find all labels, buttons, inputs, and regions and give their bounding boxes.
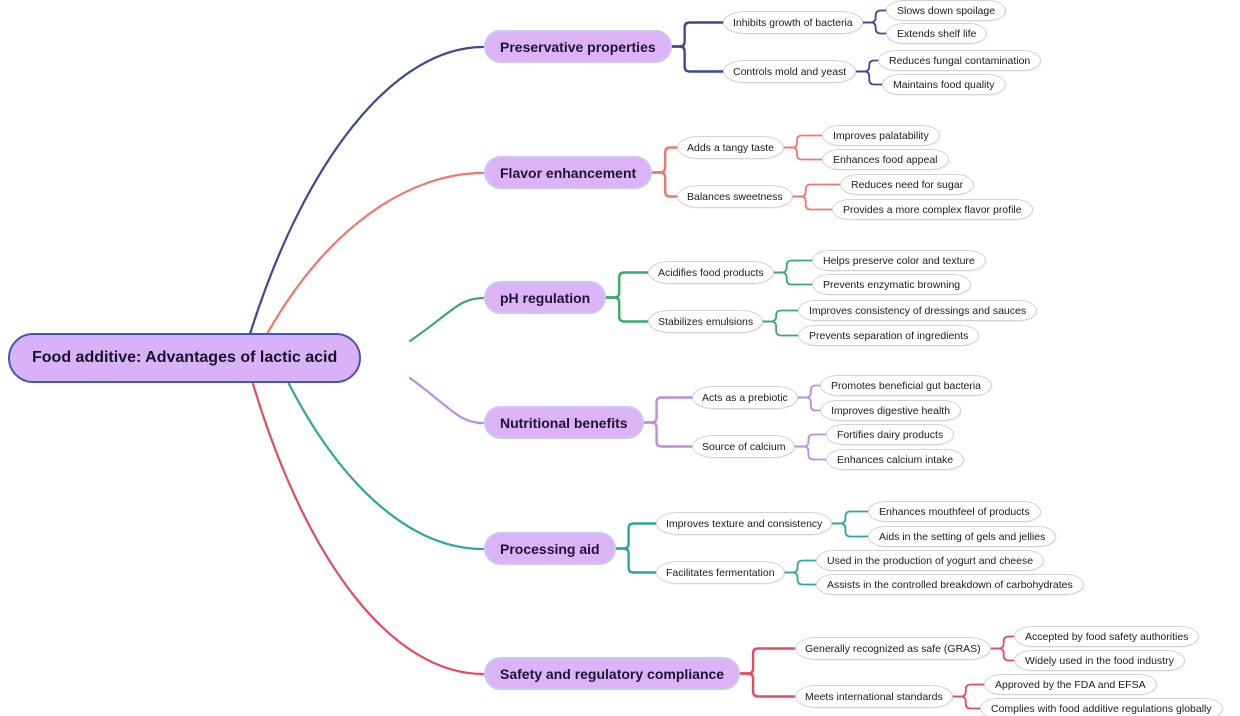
branch-curve [408,376,485,425]
subtopic-node[interactable]: Inhibits growth of bacteria [723,11,863,34]
elbow-connector [605,271,650,299]
elbow-connector [855,59,879,73]
branch-curve [248,45,485,336]
leaf-node[interactable]: Used in the production of yogurt and che… [816,550,1045,571]
leaf-node[interactable]: Slows down spoilage [886,0,1007,21]
topic-preservative-properties[interactable]: Preservative properties [484,30,672,63]
elbow-connector [861,21,887,35]
elbow-connector [796,384,821,399]
elbow-connector [762,320,799,337]
root-topic-node[interactable]: Food additive: Advantages of lactic acid [8,333,362,383]
elbow-connector [670,45,725,73]
leaf-node[interactable]: Aids in the setting of gels and jellies [868,526,1057,547]
elbow-connector [796,396,821,412]
leaf-node[interactable]: Extends shelf life [886,23,988,44]
elbow-connector [650,171,679,198]
elbow-connector [642,421,694,448]
subtopic-node[interactable]: Meets international standards [795,685,953,708]
leaf-node[interactable]: Widely used in the food industry [1014,650,1185,671]
leaf-node[interactable]: Prevents separation of ingredients [798,325,980,346]
leaf-node[interactable]: Improves palatability [822,125,940,146]
leaf-node[interactable]: Improves digestive health [820,400,962,421]
elbow-connector [989,647,1015,662]
elbow-connector [642,396,694,424]
elbow-connector [951,683,985,698]
leaf-node[interactable]: Promotes beneficial gut bacteria [820,375,992,396]
topic-ph-regulation[interactable]: pH regulation [484,281,607,314]
leaf-node[interactable]: Assists in the controlled breakdown of c… [816,574,1084,595]
elbow-connector [791,195,833,211]
elbow-connector [762,309,799,323]
branch-curve [251,382,485,676]
elbow-connector [951,695,981,710]
elbow-connector [861,9,887,24]
elbow-connector [650,146,679,174]
elbow-connector [783,571,817,586]
elbow-connector [772,259,813,274]
subtopic-node[interactable]: Acts as a prebiotic [692,386,798,409]
elbow-connector [783,134,823,149]
elbow-connector [605,296,650,323]
subtopic-node[interactable]: Controls mold and yeast [723,60,857,83]
leaf-node[interactable]: Enhances food appeal [822,149,949,170]
leaf-node[interactable]: Accepted by food safety authorities [1014,626,1200,647]
branch-curve [408,296,485,343]
subtopic-node[interactable]: Improves texture and consistency [656,512,833,535]
elbow-connector [783,146,823,161]
elbow-connector [738,672,797,698]
elbow-connector [831,522,869,538]
subtopic-node[interactable]: Facilitates fermentation [656,561,785,584]
leaf-node[interactable]: Reduces fungal contamination [878,50,1042,71]
leaf-node[interactable]: Fortifies dairy products [826,424,955,445]
topic-safety-regulatory-compliance[interactable]: Safety and regulatory compliance [484,657,741,690]
elbow-connector [791,183,841,198]
elbow-connector [855,70,883,86]
subtopic-node[interactable]: Generally recognized as safe (GRAS) [795,637,991,660]
subtopic-node[interactable]: Stabilizes emulsions [648,310,764,333]
leaf-node[interactable]: Improves consistency of dressings and sa… [798,300,1038,321]
leaf-node[interactable]: Reduces need for sugar [840,174,975,195]
subtopic-node[interactable]: Source of calcium [692,435,796,458]
elbow-connector [670,21,725,48]
elbow-connector [794,433,827,448]
elbow-connector [614,522,658,550]
leaf-node[interactable]: Maintains food quality [882,74,1006,95]
elbow-connector [614,547,658,574]
subtopic-node[interactable]: Balances sweetness [677,185,793,208]
elbow-connector [738,647,797,675]
elbow-connector [831,510,869,525]
topic-flavor-enhancement[interactable]: Flavor enhancement [484,156,653,189]
leaf-node[interactable]: Helps preserve color and texture [812,250,986,271]
subtopic-node[interactable]: Acidifies food products [648,261,774,284]
leaf-node[interactable]: Provides a more complex flavor profile [832,199,1033,220]
leaf-node[interactable]: Complies with food additive regulations … [980,698,1223,716]
elbow-connector [772,271,813,286]
topic-processing-aid[interactable]: Processing aid [484,532,616,565]
leaf-node[interactable]: Enhances mouthfeel of products [868,501,1041,522]
branch-curve [265,171,485,336]
leaf-node[interactable]: Enhances calcium intake [826,449,965,470]
elbow-connector [783,559,817,574]
subtopic-node[interactable]: Adds a tangy taste [677,136,784,159]
branch-curve [287,382,485,551]
leaf-node[interactable]: Prevents enzymatic browning [812,274,972,295]
leaf-node[interactable]: Approved by the FDA and EFSA [984,674,1157,695]
elbow-connector [989,635,1015,650]
elbow-connector [794,445,827,461]
topic-nutritional-benefits[interactable]: Nutritional benefits [484,406,644,439]
